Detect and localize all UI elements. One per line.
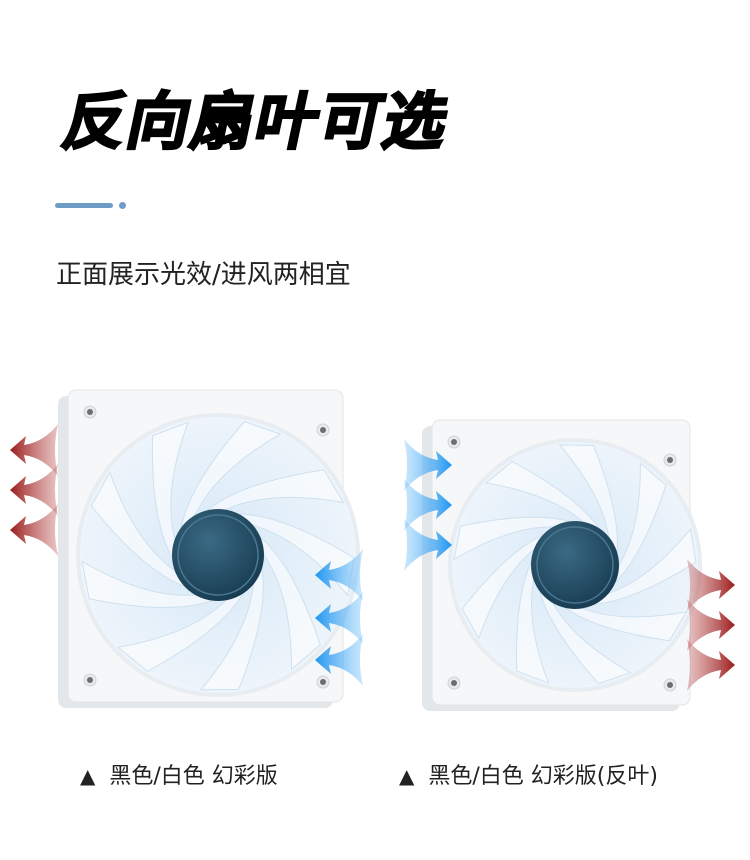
mounting-screw bbox=[451, 680, 457, 686]
mounting-screw bbox=[451, 439, 457, 445]
arrow-left-icon bbox=[315, 592, 363, 644]
fan-blade bbox=[199, 566, 264, 691]
product-label: 黑色/白色 幻彩版(反叶) bbox=[428, 764, 658, 789]
fan-blade bbox=[90, 471, 186, 588]
fan-blade bbox=[81, 560, 214, 608]
mounting-screw bbox=[87, 409, 93, 415]
fan-blade bbox=[484, 460, 601, 530]
fan-blade bbox=[206, 469, 345, 511]
decorative-divider-dot bbox=[119, 202, 126, 209]
fan-blade bbox=[259, 535, 321, 671]
decorative-divider-bar bbox=[55, 203, 113, 208]
product-caption-reverse: ▲ 黑色/白色 幻彩版(反叶) bbox=[399, 758, 658, 790]
product-label: 黑色/白色 幻彩版 bbox=[109, 764, 278, 789]
fan-blade bbox=[563, 607, 688, 642]
fan-blade bbox=[461, 533, 545, 640]
fan-hub bbox=[531, 521, 619, 609]
triangle-up-icon: ▲ bbox=[80, 764, 96, 788]
mounting-screw bbox=[667, 457, 673, 463]
fan-blade bbox=[538, 590, 632, 685]
fan-blade bbox=[516, 561, 550, 684]
triangle-up-icon: ▲ bbox=[399, 764, 415, 788]
product-caption-standard: ▲ 黑色/白色 幻彩版 bbox=[80, 758, 278, 790]
arrow-right-icon bbox=[687, 639, 735, 691]
arrow-right-icon bbox=[404, 439, 452, 491]
mounting-screw bbox=[320, 427, 326, 433]
arrow-left-icon bbox=[10, 504, 58, 556]
fan-comparison-illustration bbox=[10, 389, 735, 711]
mounting-screw bbox=[320, 679, 326, 685]
arrow-left-icon bbox=[10, 464, 58, 516]
fan-hub-ring bbox=[536, 526, 614, 604]
arrow-right-icon bbox=[687, 559, 735, 611]
page-subtitle: 正面展示光效/进风两相宜 bbox=[56, 260, 351, 290]
fan-blade bbox=[558, 444, 618, 554]
arrow-right-icon bbox=[404, 519, 452, 571]
fan-blade bbox=[151, 421, 189, 559]
fan-blade bbox=[116, 592, 245, 672]
arrow-left-icon bbox=[10, 424, 58, 476]
airflow-arrows bbox=[10, 424, 735, 691]
fan-blade bbox=[237, 513, 355, 597]
page-title: 反向扇叶可选 bbox=[56, 84, 458, 160]
fan-blade bbox=[453, 516, 572, 561]
fan-blade bbox=[180, 421, 282, 529]
arrow-right-icon bbox=[404, 479, 452, 531]
mounting-screw bbox=[667, 682, 673, 688]
arrow-left-icon bbox=[315, 634, 363, 686]
fan-hub-ring bbox=[177, 514, 259, 596]
arrow-left-icon bbox=[315, 549, 363, 601]
fan-reverse-blade bbox=[422, 419, 702, 711]
arrow-right-icon bbox=[687, 599, 735, 651]
mounting-screw bbox=[87, 677, 93, 683]
fan-standard bbox=[58, 389, 360, 708]
fan-hub bbox=[172, 509, 264, 601]
fan-blade bbox=[614, 462, 667, 584]
